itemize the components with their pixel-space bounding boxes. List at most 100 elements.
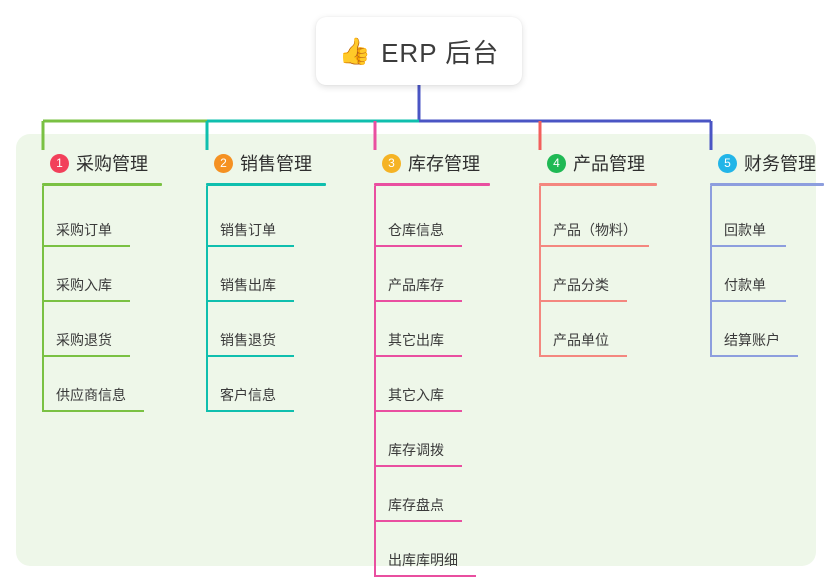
leaf-item-rule — [710, 300, 786, 302]
column-header-5[interactable]: 5 财务管理 — [696, 145, 824, 181]
column-spine-1 — [42, 186, 44, 412]
leaf-item-rule — [374, 520, 462, 522]
column-items-5: 回款单付款单结算账户 — [696, 186, 824, 357]
leaf-item-rule — [42, 355, 130, 357]
column-rule-3 — [374, 183, 490, 186]
column-2: 2 销售管理销售订单销售出库销售退货客户信息 — [192, 145, 326, 412]
column-spine-2 — [206, 186, 208, 412]
leaf-item[interactable]: 付款单 — [696, 247, 824, 302]
leaf-item-rule — [206, 355, 294, 357]
column-title-1: 采购管理 — [76, 154, 148, 174]
leaf-item-label: 库存调拨 — [388, 442, 444, 458]
column-header-1[interactable]: 1 采购管理 — [28, 145, 162, 181]
leaf-item-label: 出库库明细 — [388, 552, 458, 568]
column-spine-4 — [539, 186, 541, 357]
leaf-item-rule — [539, 245, 649, 247]
column-rule-5 — [710, 183, 824, 186]
leaf-item-label: 供应商信息 — [56, 387, 126, 403]
leaf-item[interactable]: 库存盘点 — [360, 467, 490, 522]
leaf-item[interactable]: 出库库明细 — [360, 522, 490, 577]
column-title-2: 销售管理 — [240, 154, 312, 174]
leaf-item-label: 其它入库 — [388, 387, 444, 403]
column-title-5: 财务管理 — [744, 154, 816, 174]
column-title-3: 库存管理 — [408, 154, 480, 174]
leaf-item-label: 其它出库 — [388, 332, 444, 348]
column-1: 1 采购管理采购订单采购入库采购退货供应商信息 — [28, 145, 162, 412]
leaf-item-label: 采购退货 — [56, 332, 112, 348]
column-4: 4 产品管理产品（物料） 产品分类产品单位 — [525, 145, 657, 357]
leaf-item-rule — [42, 245, 130, 247]
leaf-item-rule — [710, 245, 786, 247]
leaf-item-label: 客户信息 — [220, 387, 276, 403]
leaf-item-label: 库存盘点 — [388, 497, 444, 513]
leaf-item-rule — [710, 355, 798, 357]
leaf-item-label: 结算账户 — [724, 332, 780, 348]
column-title-4: 产品管理 — [573, 154, 645, 174]
leaf-item-rule — [206, 245, 294, 247]
leaf-item[interactable]: 销售订单 — [192, 192, 326, 247]
column-rule-1 — [42, 183, 162, 186]
leaf-item-label: 产品库存 — [388, 277, 444, 293]
leaf-item-rule — [42, 300, 130, 302]
leaf-item-label: 回款单 — [724, 222, 766, 238]
column-badge-3: 3 — [382, 153, 401, 173]
column-badge-4: 4 — [547, 153, 566, 173]
leaf-item[interactable]: 仓库信息 — [360, 192, 490, 247]
leaf-item-label: 仓库信息 — [388, 222, 444, 238]
leaf-item-label: 销售订单 — [220, 222, 276, 238]
leaf-item[interactable]: 结算账户 — [696, 302, 824, 357]
leaf-item-label: 付款单 — [724, 277, 766, 293]
column-badge-5: 5 — [718, 153, 737, 173]
leaf-item[interactable]: 产品库存 — [360, 247, 490, 302]
leaf-item-label: 采购入库 — [56, 277, 112, 293]
column-spine-5 — [710, 186, 712, 357]
leaf-item-label: 销售退货 — [220, 332, 276, 348]
leaf-item-rule — [539, 300, 627, 302]
column-header-4[interactable]: 4 产品管理 — [525, 145, 657, 181]
leaf-item[interactable]: 其它入库 — [360, 357, 490, 412]
column-rule-4 — [539, 183, 657, 186]
column-items-3: 仓库信息产品库存其它出库其它入库库存调拨库存盘点出库库明细 — [360, 186, 490, 577]
leaf-item[interactable]: 回款单 — [696, 192, 824, 247]
column-spine-3 — [374, 186, 376, 577]
leaf-item-label: 产品分类 — [553, 277, 609, 293]
leaf-item[interactable]: 销售退货 — [192, 302, 326, 357]
column-items-1: 采购订单采购入库采购退货供应商信息 — [28, 186, 162, 412]
content-panel — [16, 134, 816, 566]
column-items-4: 产品（物料） 产品分类产品单位 — [525, 186, 657, 357]
leaf-item[interactable]: 采购入库 — [28, 247, 162, 302]
leaf-item[interactable]: 其它出库 — [360, 302, 490, 357]
leaf-item-label: 产品（物料） — [553, 222, 637, 238]
leaf-item[interactable]: 产品分类 — [525, 247, 657, 302]
leaf-item-rule — [206, 300, 294, 302]
column-header-3[interactable]: 3 库存管理 — [360, 145, 490, 181]
leaf-item[interactable]: 供应商信息 — [28, 357, 162, 412]
column-3: 3 库存管理仓库信息产品库存其它出库其它入库库存调拨库存盘点出库库明细 — [360, 145, 490, 577]
leaf-item-rule — [42, 410, 144, 412]
leaf-item[interactable]: 产品单位 — [525, 302, 657, 357]
leaf-item-rule — [539, 355, 627, 357]
column-items-2: 销售订单销售出库销售退货客户信息 — [192, 186, 326, 412]
column-rule-2 — [206, 183, 326, 186]
leaf-item[interactable]: 客户信息 — [192, 357, 326, 412]
column-5: 5 财务管理回款单付款单结算账户 — [696, 145, 824, 357]
leaf-item-label: 销售出库 — [220, 277, 276, 293]
leaf-item[interactable]: 产品（物料） — [525, 192, 657, 247]
column-header-2[interactable]: 2 销售管理 — [192, 145, 326, 181]
root-node-title: ERP 后台 — [381, 37, 500, 68]
leaf-item-label: 产品单位 — [553, 332, 609, 348]
leaf-item-rule — [374, 410, 462, 412]
column-badge-1: 1 — [50, 153, 69, 173]
leaf-item[interactable]: 销售出库 — [192, 247, 326, 302]
leaf-item[interactable]: 采购订单 — [28, 192, 162, 247]
column-badge-2: 2 — [214, 153, 233, 173]
leaf-item[interactable]: 库存调拨 — [360, 412, 490, 467]
leaf-item-rule — [206, 410, 294, 412]
leaf-item-rule — [374, 355, 462, 357]
leaf-item-rule — [374, 465, 462, 467]
root-node-card[interactable]: 👍 ERP 后台 — [316, 17, 522, 85]
leaf-item[interactable]: 采购退货 — [28, 302, 162, 357]
leaf-item-rule — [374, 245, 462, 247]
leaf-item-label: 采购订单 — [56, 222, 112, 238]
